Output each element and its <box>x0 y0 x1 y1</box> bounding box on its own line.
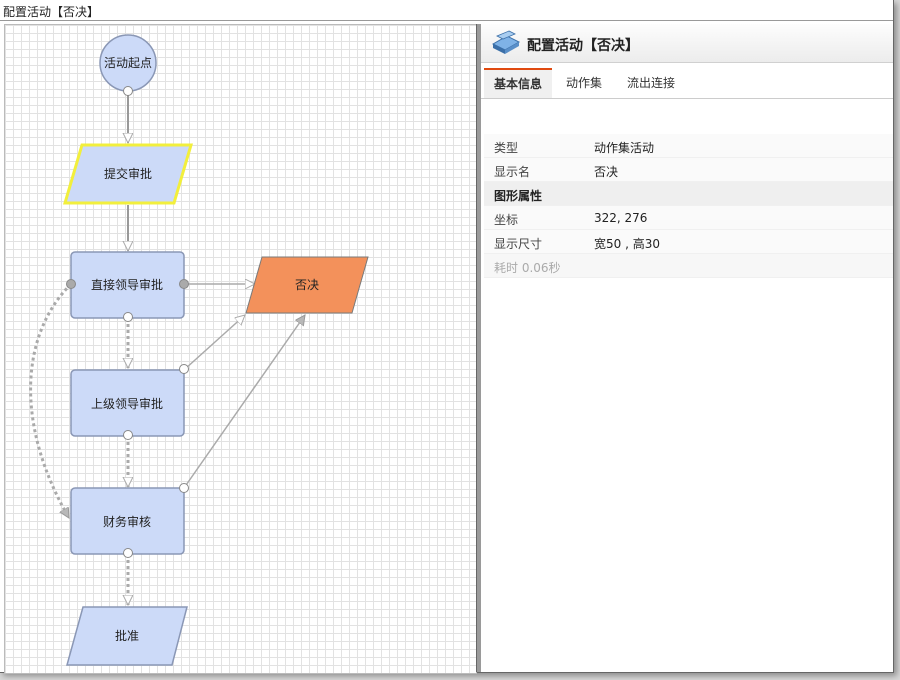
node-reject[interactable]: 否决 <box>245 256 369 314</box>
node-start-label: 活动起点 <box>104 56 152 70</box>
node-submit[interactable]: 提交审批 <box>62 143 194 205</box>
port-handle[interactable] <box>123 548 133 558</box>
property-label: 坐标 <box>494 213 519 227</box>
properties-panel: 配置活动【否决】 基本信息 动作集 流出连接 类型 动作集活动 显示名 否决 图… <box>481 24 893 672</box>
property-value[interactable]: 宽50 , 高30 <box>594 237 660 251</box>
property-grid: 类型 动作集活动 显示名 否决 图形属性 坐标 322, 276 显示尺寸 宽5… <box>484 134 893 278</box>
tab-outgoing-links[interactable]: 流出连接 <box>627 76 676 90</box>
node-reject-label: 否决 <box>295 278 319 292</box>
port-handle[interactable] <box>179 483 189 493</box>
window-title: 配置活动【否决】 <box>3 5 100 19</box>
property-group-graphics: 图形属性 <box>484 182 893 206</box>
property-row-coords: 坐标 322, 276 <box>484 206 893 230</box>
node-finance-label: 财务审核 <box>103 514 151 529</box>
tab-basic-info[interactable]: 基本信息 <box>484 68 553 98</box>
property-label: 类型 <box>494 141 519 155</box>
edge-direct-finance[interactable] <box>29 282 73 518</box>
property-label: 显示名 <box>494 165 531 179</box>
property-value: 动作集活动 <box>594 141 655 155</box>
port-handle[interactable] <box>123 312 133 322</box>
node-upper-leader[interactable]: 上级领导审批 <box>70 369 185 437</box>
property-group-label: 图形属性 <box>494 189 543 203</box>
node-approve-label: 批准 <box>115 628 139 643</box>
node-direct-leader-label: 直接领导审批 <box>91 277 163 292</box>
panel-splitter[interactable] <box>476 24 481 672</box>
elapsed-row: 耗时 0.06秒 <box>484 254 893 278</box>
edge-finance-reject[interactable] <box>183 315 305 489</box>
node-upper-leader-label: 上级领导审批 <box>91 396 163 411</box>
tab-action-set[interactable]: 动作集 <box>566 76 603 90</box>
property-value: 322, 276 <box>594 211 648 225</box>
port-handle[interactable] <box>179 364 189 374</box>
node-approve[interactable]: 批准 <box>66 606 188 666</box>
workflow-diagram[interactable]: 活动起点 提交审批 直接领导审批 否决 上级领导审批 财务审核 <box>5 25 476 673</box>
node-start[interactable]: 活动起点 <box>99 34 157 92</box>
node-finance[interactable]: 财务审核 <box>70 487 185 555</box>
port-handle[interactable] <box>66 279 76 289</box>
property-value[interactable]: 否决 <box>594 165 619 179</box>
port-handle[interactable] <box>123 430 133 440</box>
tab-bar: 基本信息 动作集 流出连接 <box>481 68 893 99</box>
node-submit-label: 提交审批 <box>104 166 152 181</box>
activity-config-icon <box>491 30 521 54</box>
window-titlebar: 配置活动【否决】 <box>0 0 893 21</box>
node-direct-leader[interactable]: 直接领导审批 <box>70 251 185 319</box>
panel-title: 配置活动【否决】 <box>527 38 639 54</box>
workflow-canvas[interactable]: 活动起点 提交审批 直接领导审批 否决 上级领导审批 财务审核 <box>4 24 477 674</box>
port-handle[interactable] <box>123 86 133 96</box>
property-row-type: 类型 动作集活动 <box>484 134 893 158</box>
panel-header: 配置活动【否决】 <box>481 24 893 63</box>
property-row-size[interactable]: 显示尺寸 宽50 , 高30 <box>484 230 893 254</box>
elapsed-time: 耗时 0.06秒 <box>494 261 561 275</box>
property-label: 显示尺寸 <box>494 237 543 251</box>
property-row-display-name[interactable]: 显示名 否决 <box>484 158 893 182</box>
port-handle[interactable] <box>179 279 189 289</box>
edge-upper-reject[interactable] <box>184 315 245 370</box>
